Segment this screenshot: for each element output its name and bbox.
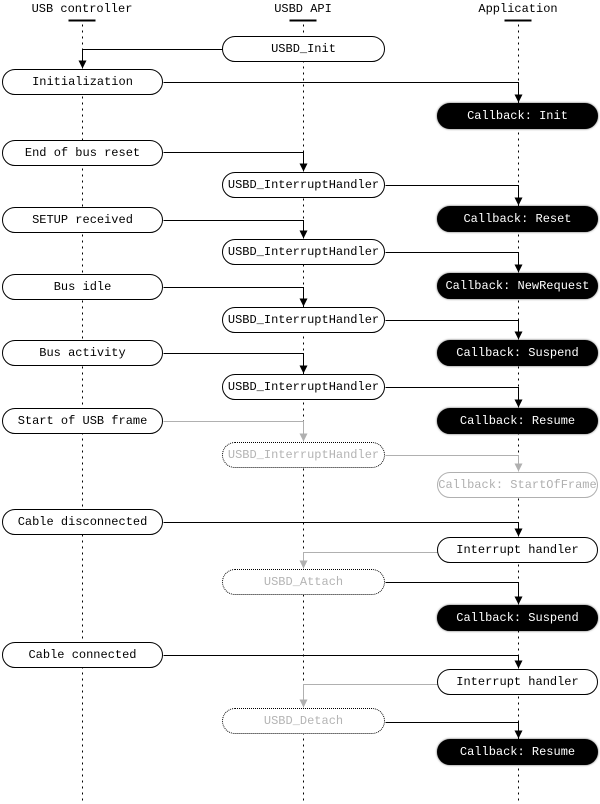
event-cable-connected: Cable connected [2,642,163,668]
connector-interrupthandler-to-callback-suspend [385,320,523,340]
callback-reset: Callback: Reset [437,206,598,232]
column-title-usbd-api: USBD API [274,2,332,16]
connector-start-of-usb-frame-to-interrupthandler [163,421,308,442]
connector-usbd-init-to-initialization [78,49,223,69]
connector-setup-received-to-interrupthandler [163,220,308,239]
connector-end-of-bus-reset-to-interrupthandler [163,152,308,172]
connector-cable-connected-to-interrupt-handler [163,655,523,669]
callback-suspend-1: Callback: Suspend [437,340,598,366]
api-usbd-attach: USBD_Attach [222,569,385,595]
api-usbd-interrupthandler-5: USBD_InterruptHandler [222,442,385,468]
callback-resume-1: Callback: Resume [437,408,598,434]
event-bus-idle: Bus idle [2,274,163,300]
event-bus-activity: Bus activity [2,340,163,366]
connector-bus-activity-to-interrupthandler [163,353,308,374]
interrupt-handler-1: Interrupt handler [437,537,598,563]
api-usbd-detach: USBD_Detach [222,708,385,734]
event-end-of-bus-reset: End of bus reset [2,140,163,166]
connector-cable-disconnected-to-interrupt-handler [163,522,523,537]
column-title-application: Application [478,2,558,16]
api-usbd-interrupthandler-2: USBD_InterruptHandler [222,239,385,265]
event-start-of-usb-frame: Start of USB frame [2,408,163,434]
callback-startofframe: Callback: StartOfFrame [437,472,598,498]
connector-bus-idle-to-interrupthandler [163,287,308,307]
connector-usbd-detach-to-callback-resume [385,722,523,739]
event-initialization: Initialization [2,69,163,95]
api-usbd-init: USBD_Init [222,36,385,62]
callback-suspend-2: Callback: Suspend [437,605,598,631]
connector-interrupt-handler-to-usbd-attach [299,552,438,569]
callback-init: Callback: Init [437,103,598,129]
callback-resume-2: Callback: Resume [437,739,598,765]
connector-interrupthandler-to-callback-resume [385,387,523,408]
event-cable-disconnected: Cable disconnected [2,509,163,535]
interrupt-handler-2: Interrupt handler [437,669,598,695]
connector-initialization-to-callback-init [163,82,523,103]
column-title-usb-controller: USB controller [31,2,133,16]
callback-newrequest: Callback: NewRequest [437,273,598,299]
connector-interrupthandler-to-callback-startofframe [385,455,523,472]
api-usbd-interrupthandler-1: USBD_InterruptHandler [222,172,385,198]
connector-usbd-attach-to-callback-suspend [385,582,523,605]
api-usbd-interrupthandler-4: USBD_InterruptHandler [222,374,385,400]
connector-interrupthandler-to-callback-reset [385,185,523,206]
api-usbd-interrupthandler-3: USBD_InterruptHandler [222,307,385,333]
event-setup-received: SETUP received [2,207,163,233]
connector-interrupt-handler-to-usbd-detach [299,684,438,708]
connector-interrupthandler-to-callback-newrequest [385,252,523,273]
